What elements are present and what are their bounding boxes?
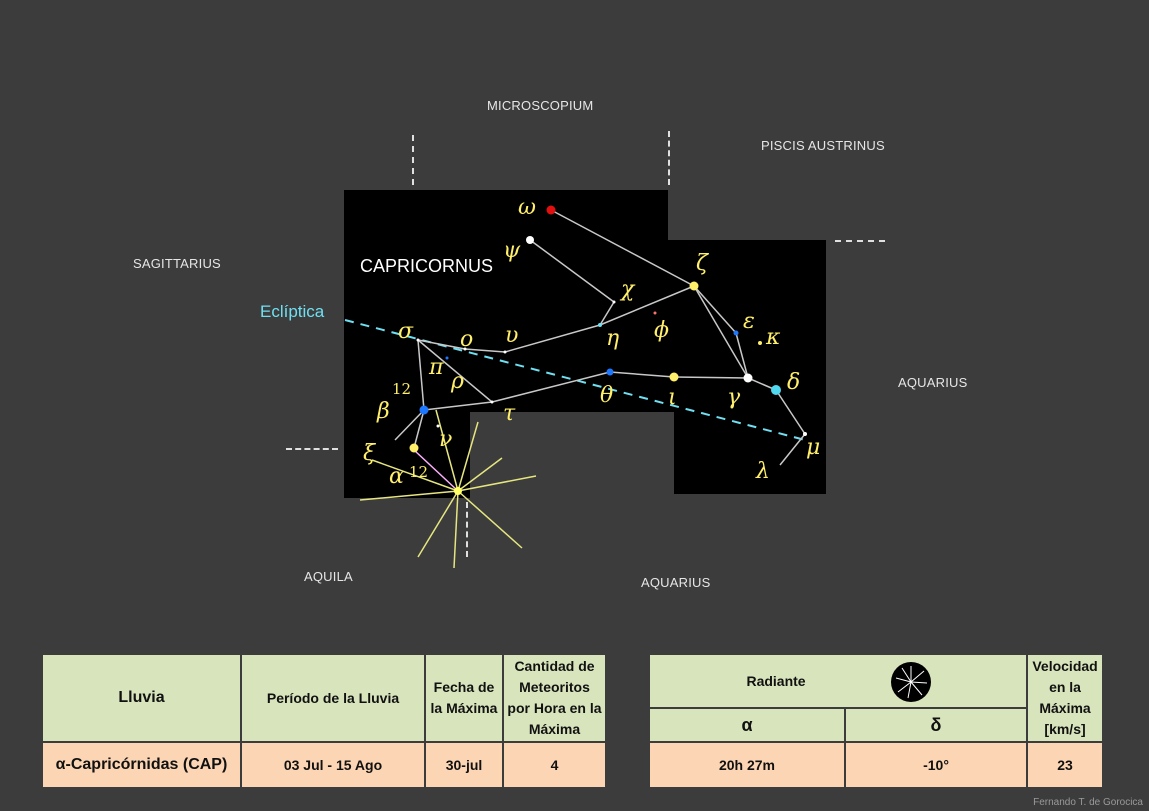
star-sigma xyxy=(416,338,420,342)
label-sagittarius: SAGITTARIUS xyxy=(133,256,221,271)
shower-table: Lluvia Período de la Lluvia Fecha de la … xyxy=(41,653,607,789)
star-eta xyxy=(598,323,602,327)
label-psi: ψ xyxy=(503,238,521,263)
header-delta: δ xyxy=(843,707,1029,743)
star-upsilon xyxy=(503,350,507,354)
label-omega: ω xyxy=(518,195,536,220)
label-piscis-austrinus: PISCIS AUSTRINUS xyxy=(761,138,885,153)
header-fecha: Fecha de la Máxima xyxy=(424,653,504,743)
star-beta xyxy=(419,405,429,415)
label-theta: θ xyxy=(600,383,613,408)
label-tau: τ xyxy=(503,401,516,426)
constellation-title: CAPRICORNUS xyxy=(360,256,494,276)
label-xi: ξ xyxy=(363,441,377,466)
star-epsilon xyxy=(733,330,739,336)
label-chi: χ xyxy=(619,277,636,302)
label-aquarius-south: AQUARIUS xyxy=(641,575,711,590)
star-gamma xyxy=(743,373,753,383)
star-mu xyxy=(803,432,807,436)
label-upsilon: υ xyxy=(505,323,518,348)
ecliptic-label: Eclíptica xyxy=(260,302,325,321)
header-alpha: α xyxy=(648,707,846,743)
label-pi: π xyxy=(428,355,444,380)
star-omicron xyxy=(463,347,467,351)
constellation-lines xyxy=(394,209,806,466)
value-velocidad: 23 xyxy=(1026,741,1104,789)
boundary-dash xyxy=(286,448,338,450)
radiant-table: Radiante Velocidad en la Máxima [km/s] α… xyxy=(647,653,1104,789)
star-delta xyxy=(771,385,781,395)
label-aquarius-east: AQUARIUS xyxy=(898,375,968,390)
label-rho: ρ xyxy=(450,369,464,394)
star-alpha xyxy=(409,443,419,453)
header-cantidad: Cantidad de Meteoritos por Hora en la Má… xyxy=(502,653,607,743)
label-sigma: σ xyxy=(398,319,414,344)
label-aquila: AQUILA xyxy=(304,569,353,584)
star-iota xyxy=(669,372,679,382)
label-epsilon: ε xyxy=(743,309,755,334)
radiant-burst-icon xyxy=(891,662,931,702)
star-tau xyxy=(490,400,494,404)
value-fecha: 30-jul xyxy=(424,741,504,789)
radiant-point xyxy=(454,487,462,495)
constellation-region xyxy=(344,412,470,498)
label-alpha-sup: 12 xyxy=(409,463,428,481)
header-lluvia: Lluvia xyxy=(41,653,242,743)
label-lambda: λ xyxy=(755,459,770,484)
value-delta: -10° xyxy=(843,741,1029,789)
star-kappa xyxy=(758,341,762,345)
star-rho xyxy=(445,356,449,360)
boundary-dash xyxy=(412,135,414,185)
star-nu xyxy=(436,424,440,428)
star-theta xyxy=(606,368,614,376)
star-chi xyxy=(612,300,616,304)
header-radiante: Radiante xyxy=(647,653,1029,709)
header-periodo: Período de la Lluvia xyxy=(240,653,426,743)
label-phi: ϕ xyxy=(654,318,669,343)
label-iota: ι xyxy=(668,385,677,410)
stars xyxy=(409,205,807,453)
label-alpha: α xyxy=(389,464,404,489)
star-zeta xyxy=(689,281,699,291)
radiante-label: Radiante xyxy=(746,673,806,689)
header-velocidad: Velocidad en la Máxima [km/s] xyxy=(1026,653,1104,743)
label-eta: η xyxy=(606,326,619,351)
value-lluvia: α-Capricórnidas (CAP) xyxy=(41,741,242,789)
label-nu: ν xyxy=(439,427,452,452)
radiant-burst xyxy=(359,409,537,569)
label-gamma: γ xyxy=(727,385,741,410)
label-omicron: ο xyxy=(460,327,473,352)
star-phi xyxy=(653,311,657,315)
star-omega xyxy=(546,205,556,215)
ecliptic-line xyxy=(344,319,806,441)
label-beta: β xyxy=(376,399,390,424)
value-periodo: 03 Jul - 15 Ago xyxy=(240,741,426,789)
boundary-dash xyxy=(835,240,885,242)
value-alpha: 20h 27m xyxy=(648,741,846,789)
boundary-dash xyxy=(668,131,670,185)
label-zeta: ζ xyxy=(696,251,710,276)
boundary-dash xyxy=(466,502,468,557)
label-microscopium: MICROSCOPIUM xyxy=(487,98,594,113)
label-mu: μ xyxy=(806,435,820,460)
credit: Fernando T. de Gorocica xyxy=(1033,797,1143,808)
star-psi xyxy=(526,236,534,244)
label-kappa: κ xyxy=(765,325,781,350)
label-beta-sup: 12 xyxy=(392,380,411,398)
constellation-region xyxy=(668,240,826,412)
value-cantidad: 4 xyxy=(502,741,607,789)
label-delta: δ xyxy=(787,370,800,395)
